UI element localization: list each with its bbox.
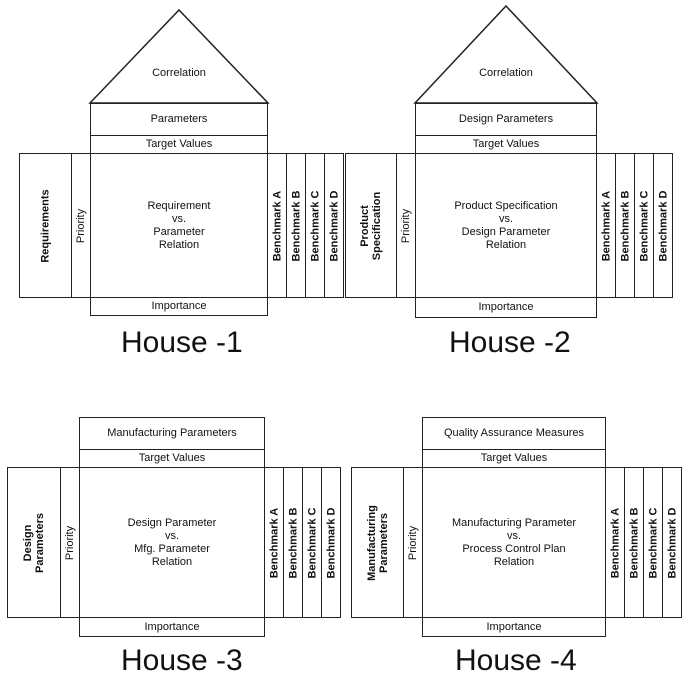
parameters-row: Parameters: [90, 103, 268, 136]
relationship-line: vs.: [171, 212, 187, 225]
roof-label: Correlation: [479, 67, 533, 79]
importance-row: Importance: [415, 297, 597, 318]
benchmark-label: Benchmark C: [637, 190, 650, 261]
relationship-line: Design Parameter: [127, 516, 217, 529]
relationship-line: vs.: [164, 529, 180, 542]
parameters-label: Quality Assurance Measures: [443, 427, 584, 439]
relationship-line: Manufacturing Parameter: [451, 516, 577, 529]
target-values-label: Target Values: [472, 138, 540, 150]
benchmark-column: [662, 467, 682, 618]
importance-label: Importance: [144, 620, 200, 633]
benchmark-label: Benchmark C: [646, 507, 659, 578]
relationship-line: vs.: [498, 212, 514, 225]
left-label-line: Parameters: [33, 512, 46, 573]
importance-row: Importance: [422, 617, 606, 637]
relationship-line: Requirement: [147, 199, 211, 212]
relationship-line: vs.: [506, 529, 522, 542]
target-values-label: Target Values: [145, 138, 213, 150]
target-values-label: Target Values: [480, 452, 548, 464]
relationship-line: Process Control Plan: [462, 542, 566, 555]
house-title: House -1: [121, 326, 243, 359]
house-title: House -4: [455, 644, 577, 677]
priority-label: Priority: [400, 208, 413, 243]
benchmark-column: [653, 153, 673, 298]
benchmark-label: Benchmark B: [286, 507, 299, 578]
relationship-line: Design Parameter: [461, 225, 551, 238]
left-requirements-column: [19, 153, 72, 298]
benchmark-column: [321, 467, 341, 618]
parameters-label: Parameters: [150, 113, 208, 125]
left-label-line: Manufacturing: [365, 504, 378, 581]
benchmark-label: Benchmark C: [305, 507, 318, 578]
relationship-line: Relation: [493, 555, 535, 568]
relationship-line: Relation: [151, 555, 193, 568]
roof-label: Correlation: [152, 67, 206, 79]
left-label-line: Specification: [371, 191, 384, 260]
left-label-line: Product: [359, 204, 372, 247]
left-requirements-column: [351, 467, 404, 618]
importance-row: Importance: [90, 297, 268, 316]
relationship-line: Parameter: [153, 225, 205, 238]
target-values-row: Target Values: [90, 135, 268, 154]
target-values-row: Target Values: [422, 449, 606, 468]
importance-label: Importance: [478, 301, 534, 313]
house-title: House -2: [449, 326, 571, 359]
target-values-row: Target Values: [415, 135, 597, 154]
benchmark-label: Benchmark D: [665, 507, 678, 578]
benchmark-label: Benchmark D: [324, 507, 337, 578]
parameters-row: Quality Assurance Measures: [422, 417, 606, 450]
benchmark-label: Benchmark A: [608, 507, 621, 578]
benchmark-column: [324, 153, 344, 298]
relationship-line: Relation: [485, 238, 527, 251]
parameters-row: Manufacturing Parameters: [79, 417, 265, 450]
importance-label: Importance: [486, 620, 542, 633]
benchmark-label: Benchmark B: [618, 190, 631, 261]
relationship-line: Mfg. Parameter: [134, 542, 210, 555]
parameters-row: Design Parameters: [415, 103, 597, 136]
house-title: House -3: [121, 644, 243, 677]
priority-label: Priority: [64, 525, 77, 560]
benchmark-label: Benchmark D: [656, 190, 669, 261]
roof-triangle: [413, 4, 599, 104]
left-label-line: Design: [21, 524, 34, 561]
target-values-row: Target Values: [79, 449, 265, 468]
benchmark-label: Benchmark B: [627, 507, 640, 578]
target-values-label: Target Values: [138, 452, 206, 464]
relationship-line: Product Specification: [454, 199, 558, 212]
left-label-line: Parameters: [377, 512, 390, 573]
relationship-line: Relation: [158, 238, 200, 251]
parameters-label: Manufacturing Parameters: [107, 427, 237, 439]
parameters-label: Design Parameters: [458, 113, 554, 125]
benchmark-label: Benchmark A: [267, 507, 280, 578]
left-requirements-column: [7, 467, 61, 618]
importance-label: Importance: [151, 300, 207, 312]
priority-label: Priority: [407, 525, 420, 560]
importance-row: Importance: [79, 617, 265, 637]
benchmark-label: Benchmark A: [599, 190, 612, 261]
